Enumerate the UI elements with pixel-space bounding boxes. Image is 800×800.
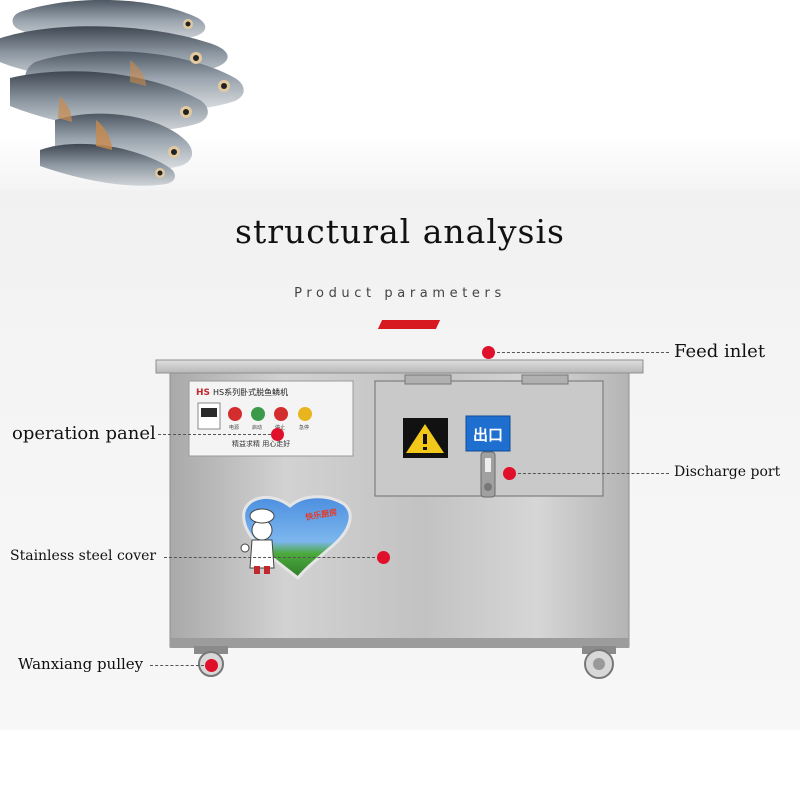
wanxiang-pulley-leader: [150, 665, 204, 666]
stainless-steel-cover-label: Stainless steel cover: [10, 548, 157, 564]
top-rim: [155, 359, 644, 374]
operation-panel-label: operation panel: [12, 423, 156, 444]
outlet-sign-text: 出口: [473, 426, 503, 444]
stainless-steel-cover-leader: [164, 557, 375, 558]
panel-label-2: 停止: [275, 424, 285, 431]
panel-slogan: 精益求精 用心走好: [232, 439, 290, 448]
panel-button-labels: 电源 启动 停止 急停: [229, 424, 309, 431]
model-name: HS系列卧式脱鱼鳞机: [213, 387, 288, 397]
feed-inlet-marker: [482, 346, 495, 359]
wanxiang-pulley-marker: [205, 659, 218, 672]
panel-label-0: 电源: [229, 424, 239, 431]
discharge-port-label: Discharge port: [674, 464, 781, 480]
outlet-sign: [465, 415, 511, 452]
panel-label-3: 急停: [299, 424, 309, 431]
discharge-port-marker: [503, 467, 516, 480]
brand-logo: HS: [196, 388, 210, 398]
chef-heart-sticker: [240, 495, 352, 581]
operation-panel-marker: [271, 428, 284, 441]
feed-inlet-leader: [497, 352, 669, 353]
operation-panel-leader: [158, 434, 271, 435]
bottom-base: [170, 638, 629, 648]
wanxiang-pulley-label: Wanxiang pulley: [18, 655, 144, 673]
discharge-port-leader: [518, 473, 669, 474]
page-title: structural analysis: [235, 212, 565, 251]
stainless-steel-cover-marker: [377, 551, 390, 564]
warning-sign-icon: [403, 418, 448, 458]
page-subtitle: Product parameters: [294, 286, 506, 301]
right-caster: [582, 646, 616, 679]
panel-label-1: 启动: [252, 424, 262, 431]
feed-inlet-label: Feed inlet: [674, 341, 766, 362]
bottom-background: [0, 730, 800, 800]
fish-group: [0, 0, 244, 186]
door-latch: [480, 451, 496, 498]
control-panel: [188, 380, 354, 457]
